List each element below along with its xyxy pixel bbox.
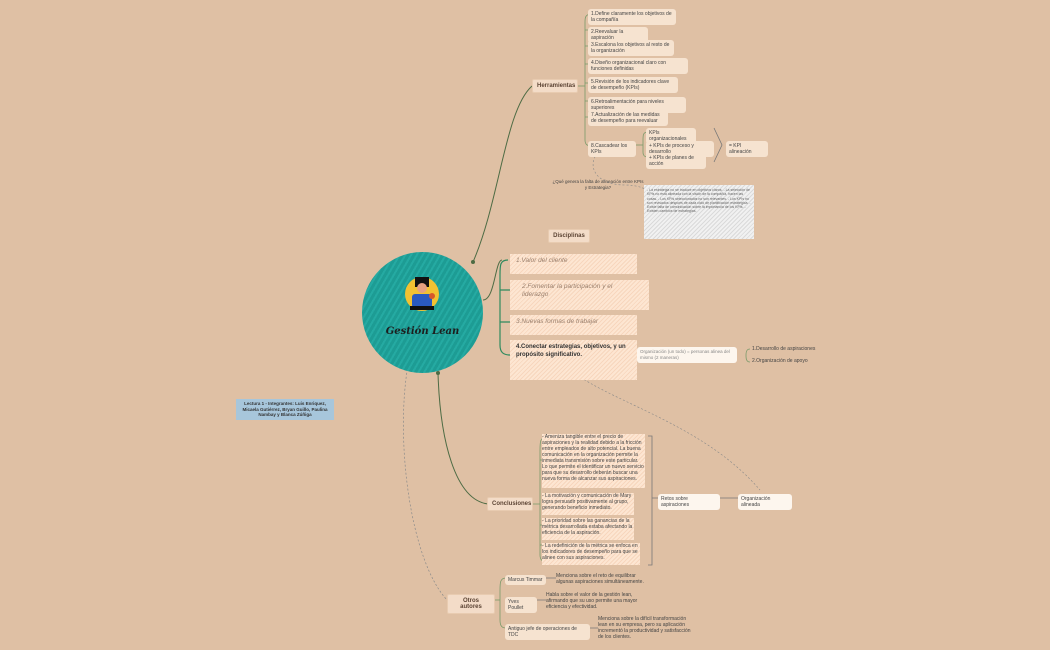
org-item[interactable]: 1.Desarrollo de aspiraciones: [752, 346, 816, 352]
herramienta-item[interactable]: 7.Actualización de las medidas de desemp…: [588, 110, 668, 126]
herramienta-item[interactable]: 6.Retroalimentación para niveles superio…: [588, 97, 686, 113]
author-name[interactable]: Antiguo jefe de operaciones de TDC: [505, 624, 590, 640]
disciplina-item-4[interactable]: 4.Conectar estrategias, objetivos, y un …: [510, 340, 637, 380]
central-topic[interactable]: [362, 252, 483, 373]
conclusion-item[interactable]: - La redefinición de la métrica se enfoc…: [542, 543, 640, 565]
conclusion-item[interactable]: - La prioridad sobre las ganancias de la…: [542, 518, 634, 540]
disciplina-item[interactable]: 3.Nuevas formas de trabajar: [510, 315, 637, 335]
organizacion-node[interactable]: Organización (un todo) = personas alinea…: [637, 347, 737, 363]
herramienta-item[interactable]: 1.Define claramente los objetivos de la …: [588, 9, 676, 25]
retos-node[interactable]: Retos sobre aspiraciones: [658, 494, 720, 510]
link-disciplinas-bracket: [499, 259, 511, 356]
business-person-icon: [405, 277, 439, 311]
disciplina-item[interactable]: 2.Fomentar la participación y el lideraz…: [510, 280, 649, 310]
herramienta-item[interactable]: 4.Diseño organizacional claro con funcio…: [588, 58, 688, 74]
link-herramientas: [472, 85, 533, 263]
conclusion-item[interactable]: - La motivación y comunicación de Mary l…: [542, 493, 634, 515]
author-name[interactable]: Yves Poullet: [505, 597, 537, 613]
branch-conclusiones[interactable]: Conclusiones: [487, 497, 533, 511]
herramienta-item[interactable]: 8.Cascadear los KPIs: [588, 141, 636, 157]
conclusion-item[interactable]: - Ameniza tangible entre el precio de as…: [542, 434, 645, 488]
branch-otros-autores[interactable]: Otros autores: [447, 594, 495, 614]
link-disciplinas: [482, 259, 503, 301]
kpi-answer[interactable]: - La estrategia no se traduce en objetiv…: [644, 185, 754, 239]
kpi-item[interactable]: KPIs organizacionales: [646, 128, 696, 144]
central-title: Gestión Lean: [385, 326, 460, 337]
link-conclusiones: [437, 372, 489, 505]
author-text: Menciona sobre el reto de equilibrar alg…: [556, 573, 644, 585]
herramienta-item[interactable]: 5.Revisión de los indicadores clave de d…: [588, 77, 678, 93]
disciplina-item[interactable]: 1.Valor del cliente: [510, 254, 637, 274]
branch-disciplinas[interactable]: Disciplinas: [548, 229, 590, 243]
author-name[interactable]: Marcus Timmar: [505, 575, 546, 585]
link-otros: [403, 364, 448, 601]
kpi-question: ¿Qué genera la falta de alineación entre…: [552, 179, 644, 190]
kpi-result[interactable]: = KPI alineación: [726, 141, 768, 157]
kpi-item[interactable]: + KPIs de planes de acción: [646, 153, 706, 169]
org-item[interactable]: 2.Organización de apoyo: [752, 358, 808, 364]
herramienta-item[interactable]: 3.Escalona los objetivos al resto de la …: [588, 40, 674, 56]
author-text: Menciona sobre la difícil transformación…: [598, 616, 691, 640]
organizacion-alineada-node[interactable]: Organización alineada: [738, 494, 792, 510]
team-legend: Lectura 1 - Integrantes: Luis Enriquez, …: [236, 399, 334, 420]
branch-herramientas[interactable]: Herramientas: [532, 79, 578, 93]
author-text: Habla sobre el valor de la gestión lean,…: [546, 592, 638, 610]
herramienta-item[interactable]: 2.Reevaluar la aspiración: [588, 27, 648, 43]
